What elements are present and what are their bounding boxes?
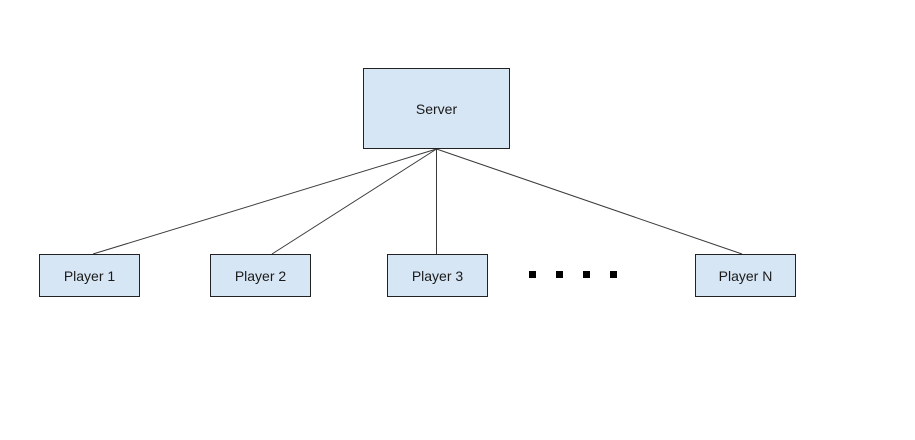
- ellipsis-dot-2: [556, 271, 563, 278]
- server-node-label: Server: [415, 100, 458, 117]
- ellipsis-dots: [529, 271, 617, 278]
- ellipsis-dot-4: [610, 271, 617, 278]
- connector-server-player2: [271, 148, 437, 255]
- server-node: Server: [363, 68, 510, 149]
- connector-server-playerN: [436, 148, 743, 255]
- player-node-3-label: Player 3: [411, 267, 464, 284]
- player-node-2: Player 2: [210, 254, 311, 297]
- player-node-1-label: Player 1: [63, 267, 116, 284]
- ellipsis-dot-1: [529, 271, 536, 278]
- player-node-3: Player 3: [387, 254, 488, 297]
- player-node-1: Player 1: [39, 254, 140, 297]
- player-node-n-label: Player N: [718, 267, 773, 284]
- player-node-n: Player N: [695, 254, 796, 297]
- ellipsis-dot-3: [583, 271, 590, 278]
- player-node-2-label: Player 2: [234, 267, 287, 284]
- connector-server-player1: [92, 148, 437, 255]
